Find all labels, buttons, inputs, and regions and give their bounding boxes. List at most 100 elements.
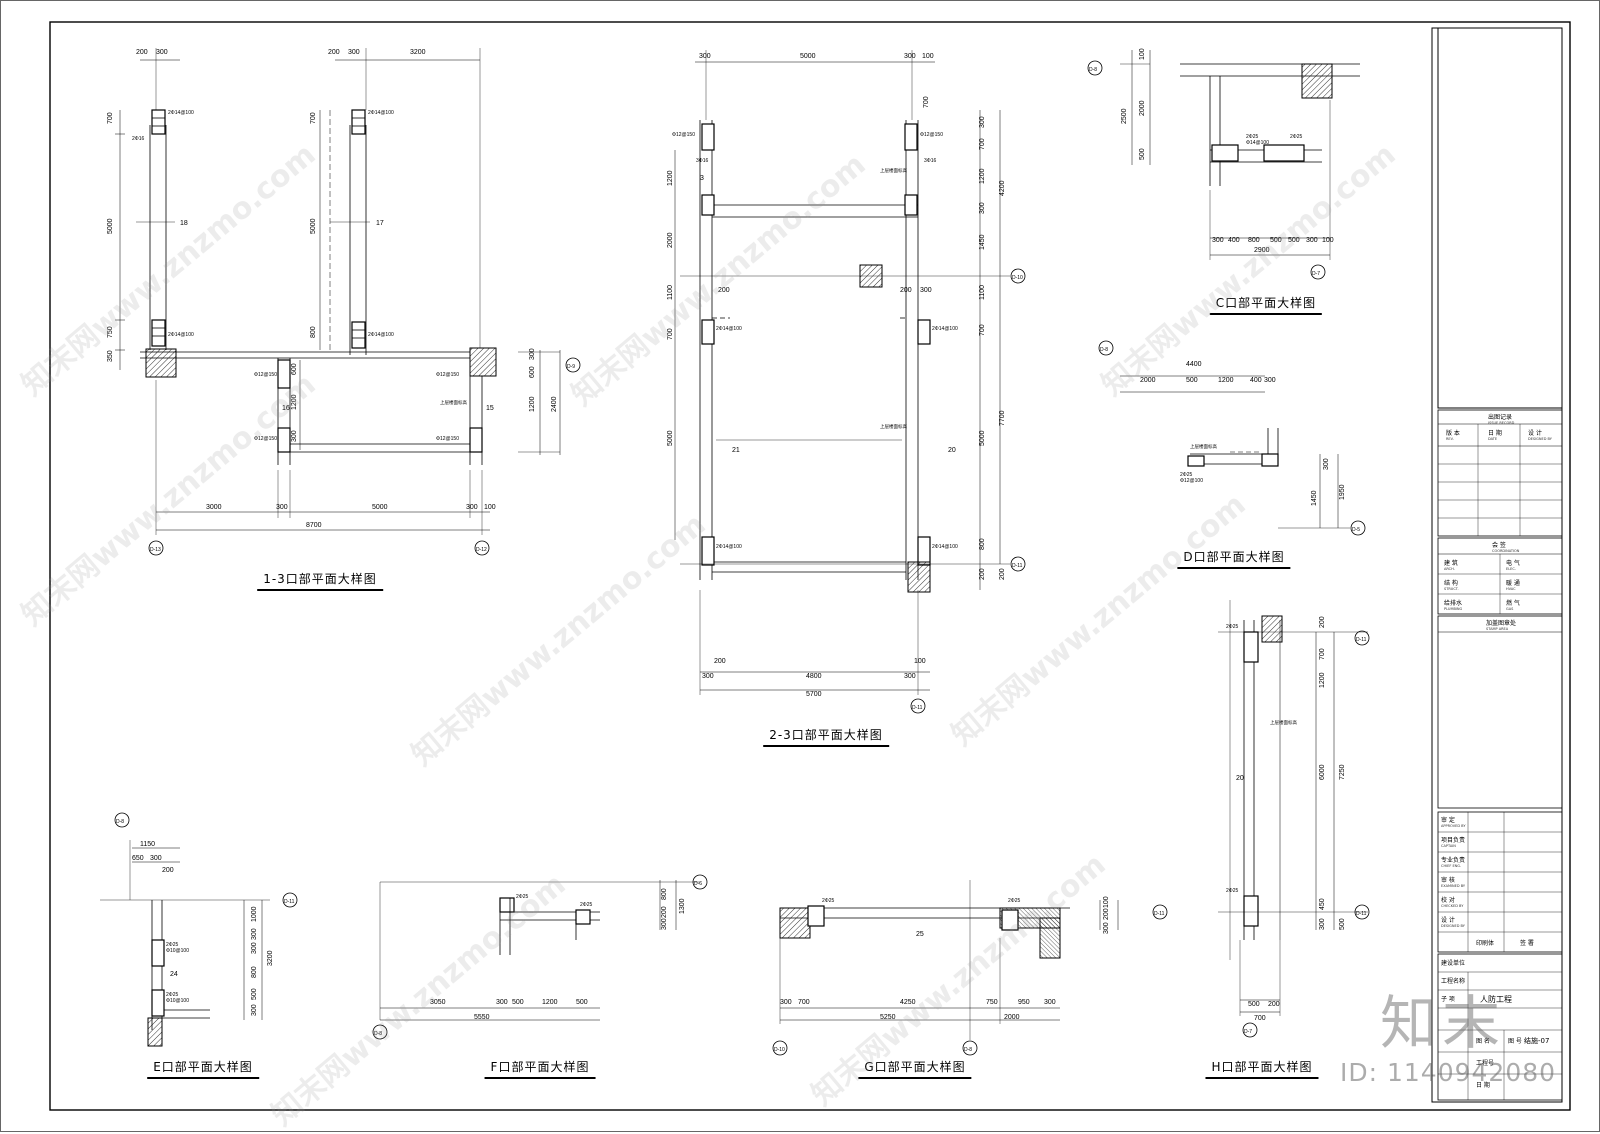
svg-text:700: 700 — [979, 324, 986, 336]
svg-text:D-8: D-8 — [374, 1031, 382, 1037]
svg-text:5000: 5000 — [372, 504, 388, 511]
svg-text:2Φ14@100: 2Φ14@100 — [932, 326, 958, 332]
svg-text:300: 300 — [251, 928, 258, 940]
svg-text:5000: 5000 — [800, 53, 816, 60]
svg-text:500: 500 — [1248, 1001, 1260, 1008]
svg-text:5550: 5550 — [474, 1014, 490, 1021]
svg-text:700: 700 — [667, 328, 674, 340]
svg-text:D-7: D-7 — [1244, 1029, 1252, 1035]
svg-text:5000: 5000 — [107, 218, 114, 234]
svg-text:3Φ16: 3Φ16 — [924, 158, 937, 164]
svg-text:21: 21 — [732, 447, 740, 454]
tb-drawing-no: 结施-07 — [1524, 1037, 1550, 1045]
svg-text:1000: 1000 — [251, 906, 258, 922]
svg-text:7700: 7700 — [999, 410, 1006, 426]
svg-text:1200: 1200 — [1319, 672, 1326, 688]
svg-text:D-11: D-11 — [1356, 637, 1367, 643]
svg-text:300: 300 — [529, 348, 536, 360]
svg-text:2Φ14@100: 2Φ14@100 — [932, 544, 958, 550]
svg-text:2Φ14@100: 2Φ14@100 — [168, 332, 194, 338]
title-detail-e: E口部平面大样图 — [147, 1058, 259, 1079]
title-detail-2-3: 2-3口部平面大样图 — [763, 726, 889, 747]
svg-text:Φ12@150: Φ12@150 — [920, 132, 943, 138]
svg-text:18: 18 — [180, 220, 188, 227]
svg-text:1450: 1450 — [979, 234, 986, 250]
svg-text:2000: 2000 — [667, 232, 674, 248]
svg-text:25: 25 — [916, 931, 924, 938]
svg-text:3200: 3200 — [410, 49, 426, 56]
svg-text:2Φ25: 2Φ25 — [166, 992, 179, 998]
svg-text:200: 200 — [718, 287, 730, 294]
svg-text:2Φ25: 2Φ25 — [822, 898, 835, 904]
detail-e — [100, 812, 298, 1047]
svg-text:500: 500 — [1270, 237, 1282, 244]
svg-text:700: 700 — [923, 96, 930, 108]
svg-text:D-8: D-8 — [1100, 347, 1108, 353]
svg-text:D-11: D-11 — [1356, 911, 1367, 917]
svg-text:4250: 4250 — [900, 999, 916, 1006]
title-detail-1-3: 1-3口部平面大样图 — [257, 570, 383, 591]
detail-c — [1087, 50, 1360, 280]
svg-text:2Φ14@100: 2Φ14@100 — [368, 332, 394, 338]
svg-text:300: 300 — [466, 504, 478, 511]
svg-text:300: 300 — [251, 942, 258, 954]
svg-text:5000: 5000 — [310, 218, 317, 234]
svg-text:650: 650 — [132, 855, 144, 862]
svg-text:800: 800 — [661, 888, 668, 900]
svg-text:D-8: D-8 — [1089, 67, 1097, 73]
tb-subitem: 子 项 — [1441, 996, 1455, 1003]
svg-text:15: 15 — [486, 405, 494, 412]
inner-frame — [49, 21, 1571, 1111]
detail-f-dims: 3050 300 500 1200 500 5550 800 200 300 1… — [374, 881, 702, 1037]
svg-text:500: 500 — [512, 999, 524, 1006]
svg-text:3200: 3200 — [267, 950, 274, 966]
svg-text:500: 500 — [576, 999, 588, 1006]
svg-text:300: 300 — [1044, 999, 1056, 1006]
svg-text:300: 300 — [1212, 237, 1224, 244]
svg-text:300: 300 — [276, 504, 288, 511]
svg-text:600: 600 — [291, 363, 298, 375]
svg-text:300: 300 — [904, 673, 916, 680]
svg-text:上层楼面标高: 上层楼面标高 — [880, 423, 907, 430]
svg-text:100: 100 — [914, 658, 926, 665]
svg-text:1200: 1200 — [291, 394, 298, 410]
svg-text:4400: 4400 — [1186, 361, 1202, 368]
svg-text:2000: 2000 — [1140, 377, 1156, 384]
tb-drawing-no-label: 图 号 — [1508, 1038, 1522, 1045]
svg-text:上层楼面标高: 上层楼面标高 — [1270, 719, 1297, 726]
svg-text:100: 100 — [1103, 896, 1110, 908]
svg-text:300: 300 — [1323, 458, 1330, 470]
svg-text:300: 300 — [1264, 377, 1276, 384]
svg-text:300: 300 — [291, 430, 298, 442]
svg-text:D-11: D-11 — [1012, 563, 1023, 569]
svg-text:750: 750 — [986, 999, 998, 1006]
svg-text:D-13: D-13 — [150, 547, 161, 553]
svg-text:3000: 3000 — [206, 504, 222, 511]
svg-text:800: 800 — [251, 966, 258, 978]
svg-text:300: 300 — [251, 1004, 258, 1016]
tb-sign-label: 签 署 — [1520, 940, 1534, 947]
svg-text:200: 200 — [1319, 616, 1326, 628]
svg-text:D-6: D-6 — [694, 881, 702, 887]
svg-text:500: 500 — [1139, 148, 1146, 160]
svg-text:200: 200 — [979, 568, 986, 580]
svg-text:300: 300 — [702, 673, 714, 680]
svg-text:500: 500 — [1186, 377, 1198, 384]
svg-text:2Φ14@100: 2Φ14@100 — [168, 110, 194, 116]
svg-text:300: 300 — [496, 999, 508, 1006]
svg-text:D-10: D-10 — [1012, 275, 1023, 281]
svg-text:500: 500 — [1339, 918, 1346, 930]
svg-text:1450: 1450 — [1311, 490, 1318, 506]
svg-text:Φ10@100: Φ10@100 — [166, 948, 189, 954]
brand-id: ID: 1140942080 — [1340, 1058, 1557, 1087]
svg-text:5000: 5000 — [979, 430, 986, 446]
detail-d-dims: 4400 2000 500 1200 400 300 300 1450 1950… — [1100, 347, 1360, 533]
svg-text:2Φ16: 2Φ16 — [132, 136, 145, 142]
svg-text:D-8: D-8 — [964, 1047, 972, 1053]
